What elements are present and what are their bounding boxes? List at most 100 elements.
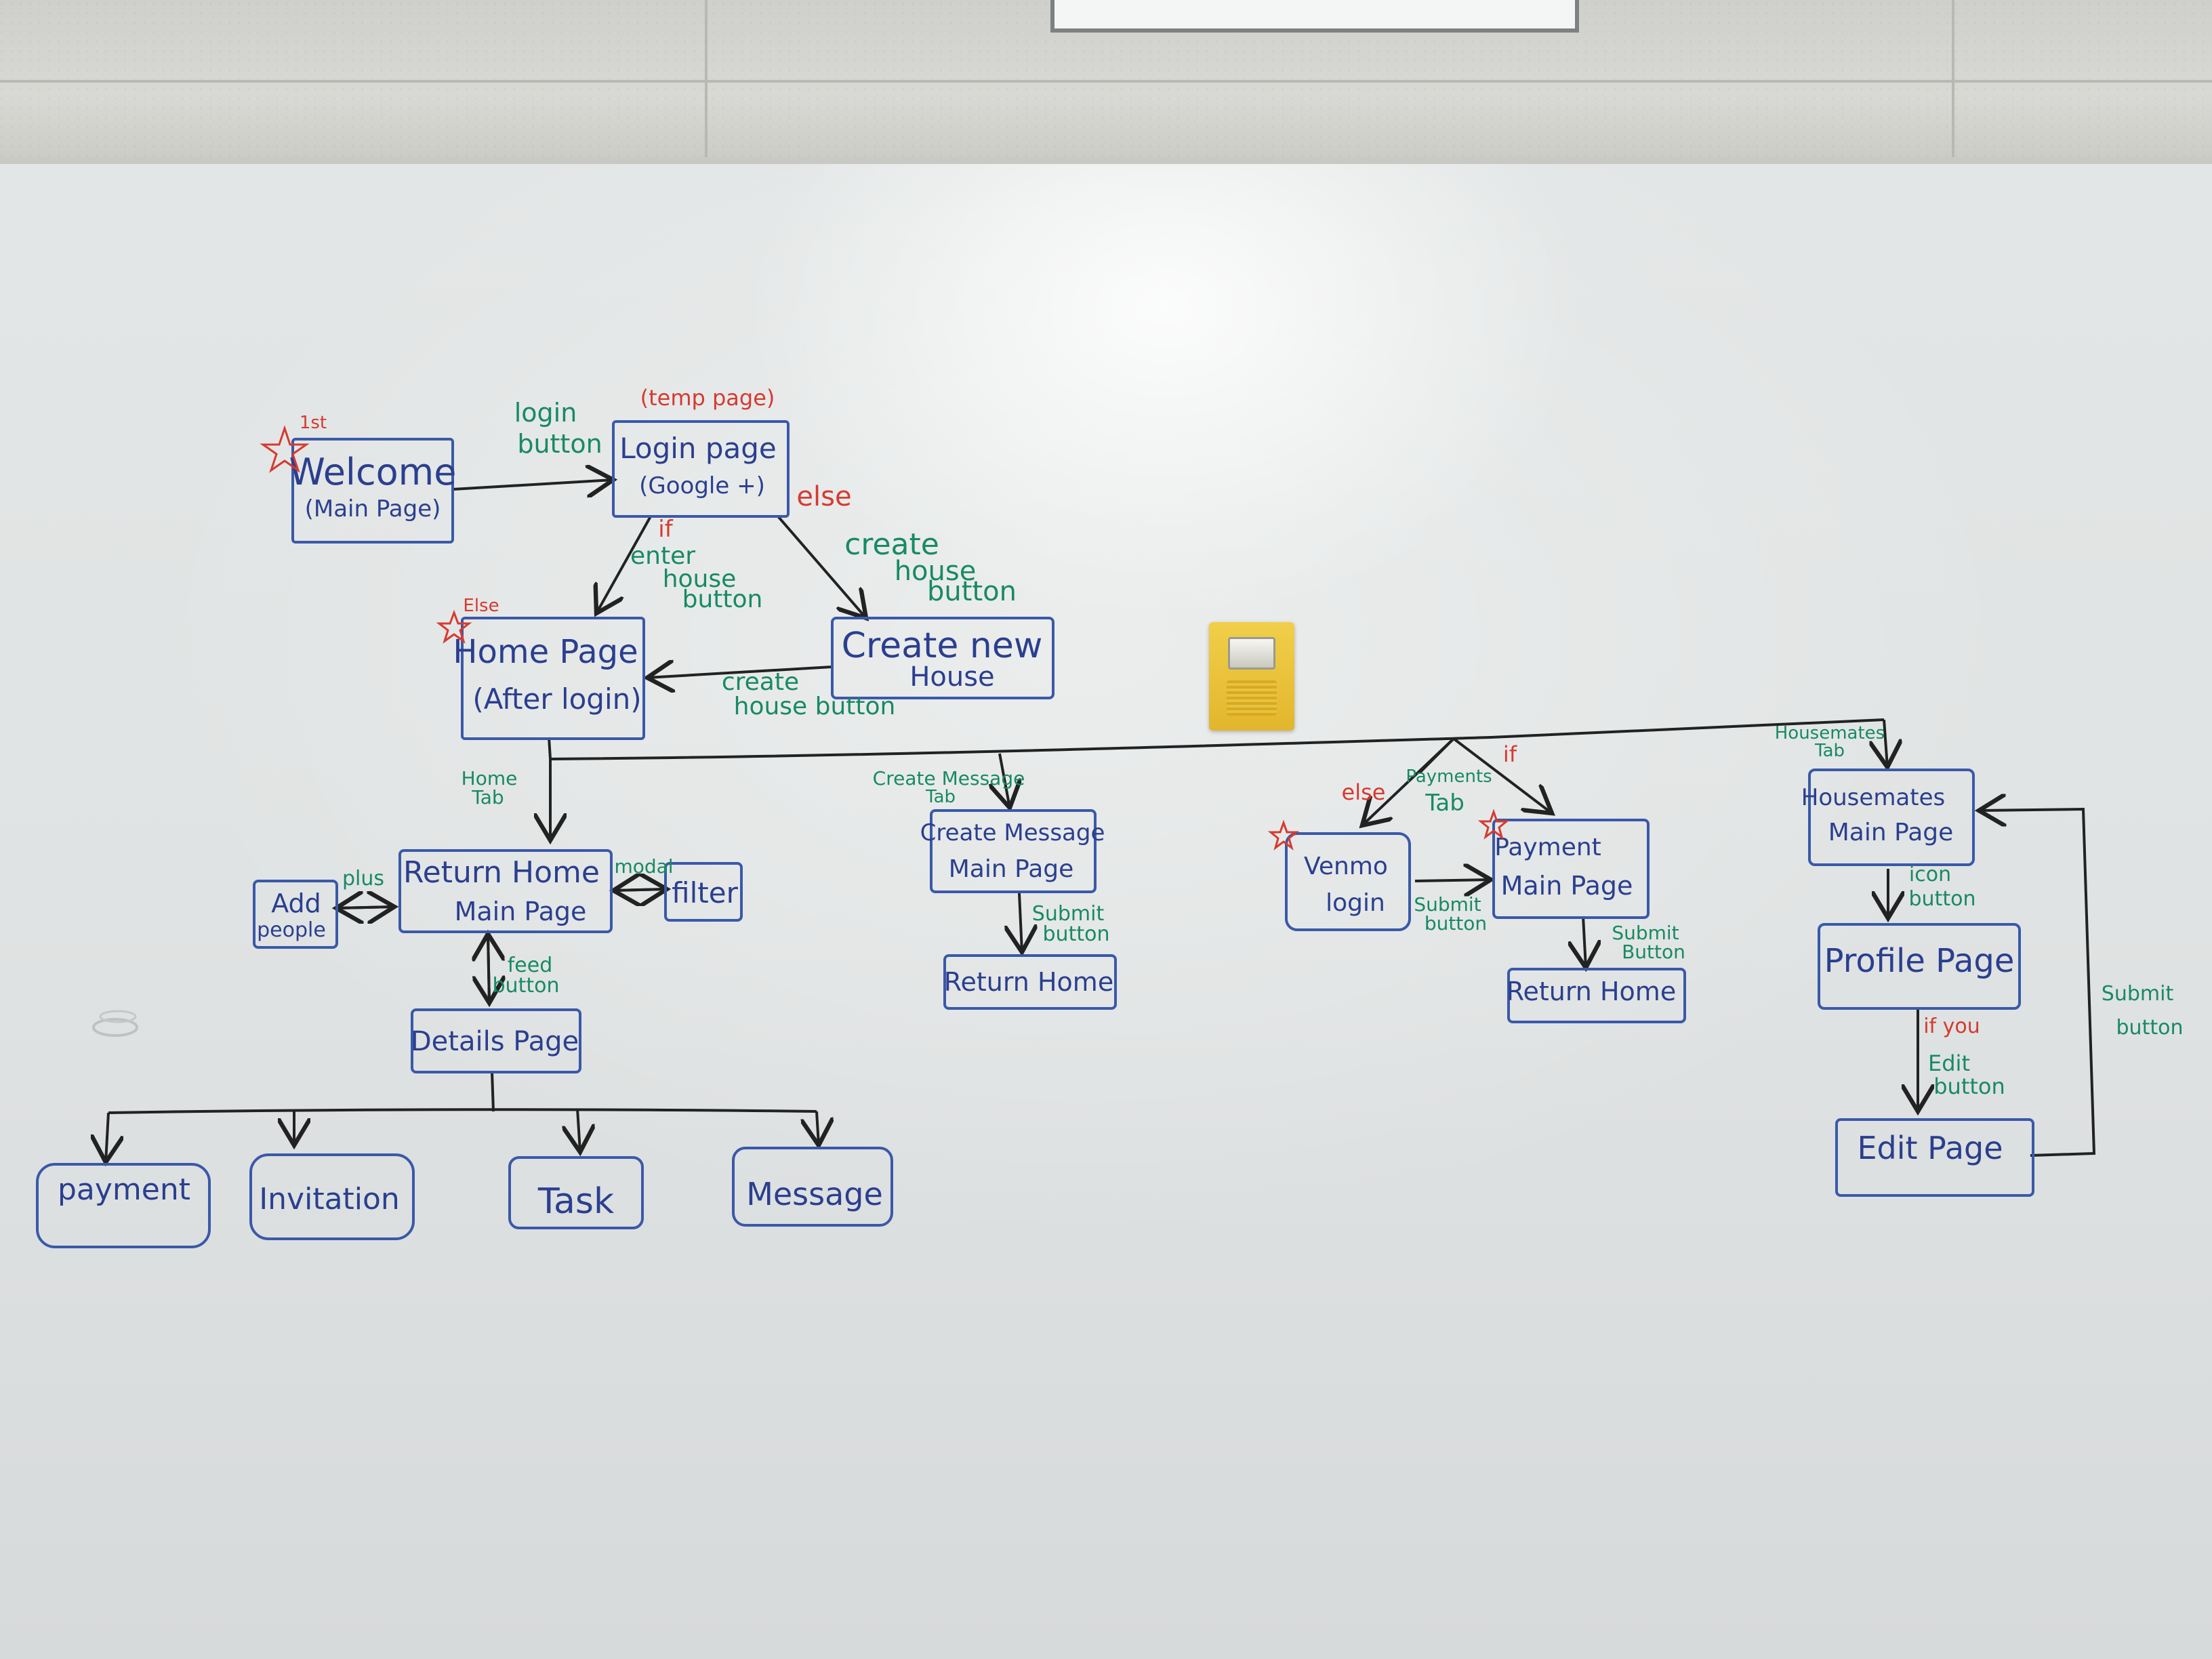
home-else-label: Else — [463, 596, 499, 616]
venmo-sublabel: login — [1326, 889, 1385, 917]
star-marks — [260, 425, 1510, 851]
venmo-box — [1285, 832, 1411, 931]
profile-label: Profile Page — [1824, 942, 2015, 980]
fire-alarm-strobe — [1209, 622, 1294, 731]
node-labels: Welcome (Main Page) Login page (Google +… — [58, 432, 2014, 1222]
edge-details-returnhome — [488, 934, 489, 1004]
submit-button-edit-label: Submit — [2102, 982, 2174, 1006]
venmo-label: Venmo — [1304, 853, 1388, 880]
ceiling-light — [1050, 0, 1579, 33]
message-label: Message — [746, 1176, 883, 1212]
create-house-sublabel: House — [909, 661, 994, 693]
edge-venmo-paymain — [1414, 880, 1491, 881]
add-people-sublabel: people — [257, 918, 326, 942]
home-tab-label-2: Tab — [471, 786, 504, 808]
edge-home-trunk — [548, 737, 552, 760]
payments-if-label: if — [1503, 741, 1517, 767]
temp-page-label: (temp page) — [640, 385, 775, 411]
strobe-lens — [1228, 637, 1275, 670]
task-box — [508, 1156, 644, 1229]
node-boxes — [36, 420, 2034, 1248]
edit-label: Edit Page — [1857, 1130, 2003, 1166]
edge-branch-payment — [106, 1112, 108, 1162]
edge-filter-returnhome — [613, 889, 666, 890]
submit-button-venmo-label-2: button — [1425, 912, 1487, 935]
edge-login-home — [596, 516, 652, 613]
payments-tab-label: Payments — [1406, 766, 1492, 787]
details-label: Details Page — [411, 1026, 579, 1057]
return-home-msg-box — [943, 954, 1117, 1010]
edit-button-label: Edit — [1928, 1050, 1970, 1076]
ceiling-seam — [1952, 0, 1954, 157]
create-message-main-sublabel: Main Page — [949, 855, 1074, 883]
submit-button-msg-label: Submit — [1032, 902, 1105, 926]
task-label: Task — [537, 1181, 614, 1222]
return-home-main-label: Return Home — [403, 855, 600, 890]
star-icon — [1477, 808, 1510, 840]
ceiling-seam — [705, 0, 708, 157]
return-home-pay-box — [1507, 968, 1686, 1023]
profile-box — [1818, 923, 2021, 1010]
payments-else-label: else — [1342, 779, 1386, 805]
submit-button-venmo-label: Submit — [1414, 893, 1481, 916]
star-icon — [436, 609, 472, 644]
icon-button-label-2: button — [1909, 887, 1976, 911]
plus-label: plus — [342, 867, 384, 890]
modal-label: modal — [614, 855, 673, 878]
create-house-box — [831, 617, 1054, 699]
housemates-tab-label: Housemates — [1775, 723, 1885, 743]
invitation-box — [249, 1153, 415, 1240]
edit-box — [1835, 1118, 2034, 1197]
if-you-label: if you — [1923, 1015, 1980, 1038]
create-house-button-label-a2: house — [895, 556, 977, 587]
feed-button-label-2: button — [493, 974, 560, 998]
welcome-star-note: 1st — [300, 413, 327, 433]
edge-trunk-createmsg — [1000, 753, 1010, 808]
connectors — [106, 480, 2096, 1162]
create-message-main-box — [930, 809, 1097, 893]
if-label: if — [658, 516, 673, 543]
enter-label: enter — [630, 542, 695, 570]
edge-horizontal-trunk — [550, 718, 1885, 760]
icon-button-label: icon — [1909, 863, 1951, 886]
create-house-button-label-a1: create — [844, 527, 939, 562]
filter-box — [664, 862, 743, 922]
house-label: house — [663, 565, 737, 593]
add-people-label: Add — [271, 888, 321, 918]
create-message-tab-label-2: Tab — [925, 787, 956, 807]
smudge — [99, 1010, 137, 1023]
edge-branch-message — [817, 1111, 819, 1145]
login-box — [612, 420, 790, 518]
return-home-msg-label: Return Home — [944, 967, 1113, 997]
edge-payments-venmo — [1362, 737, 1455, 825]
return-home-pay-label: Return Home — [1507, 977, 1676, 1006]
return-home-main-sublabel: Main Page — [455, 897, 587, 926]
create-house-button-label-b2: house button — [734, 693, 896, 720]
edge-createmsg-returnhome — [1019, 893, 1022, 952]
home-box — [461, 617, 645, 740]
smudge — [92, 1018, 138, 1037]
feed-button-label: feed — [508, 954, 553, 977]
create-message-tab-label: Create Message — [873, 767, 1025, 790]
payment-leaf-label: payment — [58, 1172, 190, 1207]
submit-button-edit-label-2: button — [2116, 1016, 2184, 1040]
edge-welcome-login — [452, 480, 613, 489]
housemates-main-box — [1808, 769, 1975, 866]
edge-addpeople-returnhome — [337, 907, 394, 908]
housemates-main-label: Housemates — [1801, 784, 1945, 811]
add-people-box — [253, 880, 338, 949]
payment-main-sublabel: Main Page — [1501, 871, 1633, 901]
details-box — [411, 1008, 581, 1073]
housemates-tab-label-2: Tab — [1814, 741, 1845, 761]
login-button-label-2: button — [517, 429, 602, 459]
payment-main-label: Payment — [1494, 834, 1601, 861]
edge-branch-task — [577, 1108, 580, 1152]
submit-button-pay-label: Submit — [1612, 922, 1679, 944]
housemates-main-sublabel: Main Page — [1828, 819, 1954, 846]
create-house-button-label-b1: create — [722, 668, 799, 696]
payments-tab-label-2: Tab — [1425, 790, 1465, 817]
star-icon — [260, 425, 310, 473]
button-label: button — [682, 586, 763, 613]
edge-branch-horizontal — [108, 1108, 817, 1114]
